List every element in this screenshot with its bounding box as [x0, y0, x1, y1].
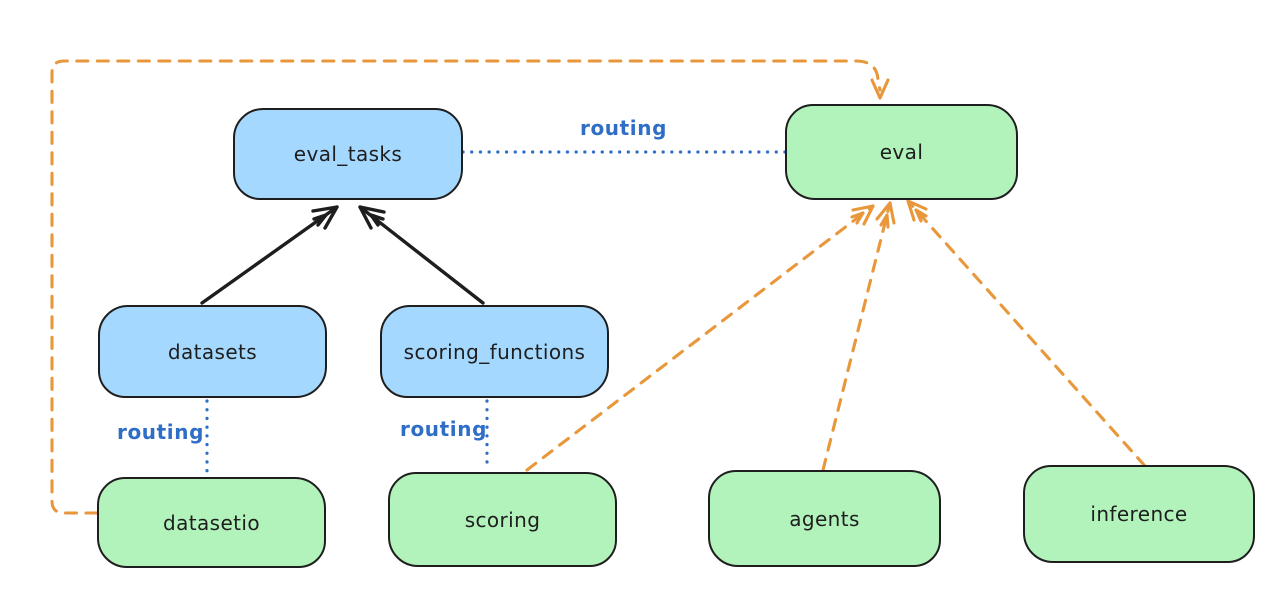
arrow-scoring-to-eval-head — [850, 204, 875, 226]
node-datasets: datasets — [98, 305, 327, 398]
arrow-agents-to-eval-head — [875, 201, 896, 229]
node-scoring-functions: scoring_functions — [380, 305, 609, 398]
node-scoring: scoring — [388, 472, 617, 567]
node-label-datasets: datasets — [167, 339, 258, 364]
node-label-eval-tasks: eval_tasks — [293, 142, 403, 166]
node-label-datasetio: datasetio — [162, 510, 260, 535]
node-label-eval: eval — [879, 140, 924, 164]
node-eval: eval — [785, 104, 1018, 200]
node-label-agents: agents — [789, 506, 860, 531]
arrow-inference-to-eval-head — [906, 199, 928, 223]
node-datasetio: datasetio — [97, 477, 326, 568]
arrow-scoringfunctions-to-evaltasks — [358, 205, 485, 305]
arrow-inference-to-eval-line — [906, 199, 1147, 468]
edge-label-routing-top: routing — [580, 116, 668, 140]
node-label-scoring-functions: scoring_functions — [403, 339, 586, 364]
arrow-datasetio-loop-to-eval-line — [50, 59, 882, 515]
node-inference: inference — [1023, 465, 1255, 563]
node-label-inference: inference — [1090, 502, 1188, 526]
node-eval-tasks: eval_tasks — [233, 108, 463, 200]
node-label-scoring: scoring — [464, 507, 541, 532]
arrow-agents-to-eval-line — [821, 201, 892, 472]
arrow-datasetio-loop-to-eval-head — [870, 78, 890, 100]
edge-label-routing-datasets: routing — [117, 420, 205, 444]
edge-label-routing-scoring: routing — [400, 417, 488, 441]
arrow-datasets-to-evaltasks — [200, 205, 339, 305]
node-agents: agents — [708, 470, 941, 567]
